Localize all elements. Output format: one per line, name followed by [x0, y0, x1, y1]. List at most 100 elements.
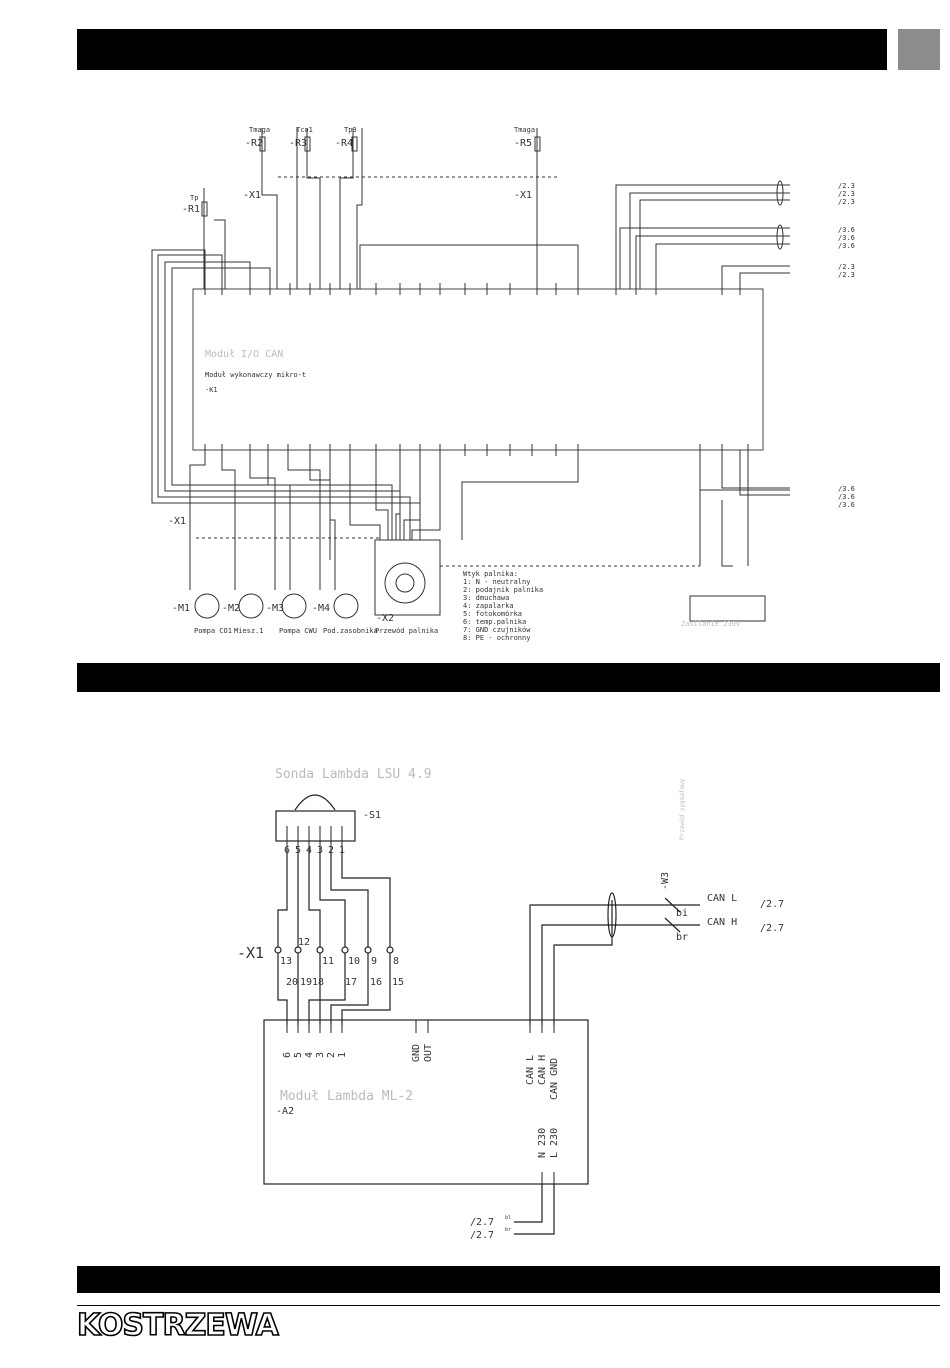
- wire-color-br: br: [676, 932, 688, 943]
- svg-text:17: 17: [345, 977, 357, 988]
- svg-text:10: 10: [348, 956, 360, 967]
- terminal-strip-label: -X1: [243, 190, 261, 201]
- module-subtitle: Moduł wykonawczy mikro-t: [205, 371, 306, 379]
- svg-text:6: 6: [284, 845, 290, 856]
- sensor-ref: -R3: [289, 138, 307, 149]
- svg-text:5: 5: [295, 845, 301, 856]
- power-wire-label: bl: [505, 1215, 511, 1221]
- sensor-label: Tp3: [344, 126, 357, 134]
- svg-text:8: 8: [393, 956, 399, 967]
- wire-numbers: 20 19 18 17 16 15: [286, 977, 404, 988]
- svg-text:3: dmuchawa: 3: dmuchawa: [463, 594, 509, 602]
- burner-ref: -X2: [376, 613, 394, 624]
- sensor-pin-numbers: 6 5 4 3 2 1: [284, 845, 345, 856]
- svg-text:19: 19: [300, 977, 312, 988]
- svg-text:1: 1: [339, 845, 345, 856]
- motor-ref: -M2: [222, 603, 240, 614]
- svg-text:20: 20: [286, 977, 298, 988]
- cross-ref: /2.3: [838, 190, 855, 198]
- sensor-ref: -R1: [182, 204, 200, 215]
- sensor-label: Tco1: [296, 126, 313, 134]
- module-ref: -A2: [276, 1106, 294, 1117]
- motor-name: Pompa CO1: [194, 627, 232, 635]
- page-tab-marker: [898, 29, 940, 70]
- svg-text:1: N - neutralny: 1: N - neutralny: [463, 578, 530, 586]
- terminal-strip-label: -X1: [514, 190, 532, 201]
- cross-ref: /2.3: [838, 198, 855, 206]
- power-wire-label: br: [505, 1227, 511, 1233]
- svg-text:12: 12: [298, 937, 310, 948]
- sensor-ref: -R4: [335, 138, 353, 149]
- sensor-label: Tp: [190, 194, 198, 202]
- sensor-label: Tmaga: [249, 126, 270, 134]
- svg-text:16: 16: [370, 977, 382, 988]
- svg-text:N 230: N 230: [537, 1128, 548, 1158]
- svg-text:6: temp.palnika: 6: temp.palnika: [463, 618, 526, 626]
- motor-ref: -M3: [266, 603, 284, 614]
- header-bar-top: [77, 29, 887, 70]
- section-bar-bottom: [77, 1266, 940, 1293]
- terminal-strip-label: -X1: [237, 944, 264, 962]
- motor-name: Miesz.1: [234, 627, 264, 635]
- svg-text:6: 6: [282, 1052, 293, 1058]
- section-bar-middle: [77, 663, 940, 692]
- footer-rule: [77, 1305, 940, 1306]
- svg-text:CAN GND: CAN GND: [549, 1058, 560, 1100]
- motor-name: Pompa CWU: [279, 627, 317, 635]
- burner-legend: Wtyk palnika: 1: N - neutralny 2: podajn…: [463, 570, 543, 642]
- wiring-diagram-lambda-module: Sonda Lambda LSU 4.9 -S1 6 5 4 3 2 1 -X1…: [237, 767, 784, 1241]
- svg-text:5: fotokomórka: 5: fotokomórka: [463, 610, 522, 618]
- svg-text:11: 11: [322, 956, 334, 967]
- cross-ref: /3.6: [838, 234, 855, 242]
- cross-ref: /3.6: [838, 226, 855, 234]
- module-ref: -K1: [205, 386, 218, 394]
- cable-note: Przewód sygnałowy: [679, 778, 686, 840]
- module-title: Moduł I/O CAN: [205, 349, 283, 360]
- supply-label: Zasilanie 230V: [681, 620, 741, 628]
- svg-text:GND: GND: [411, 1044, 422, 1062]
- svg-text:4: 4: [306, 845, 312, 856]
- cross-ref: /2.3: [838, 263, 855, 271]
- svg-text:CAN H: CAN H: [537, 1055, 548, 1085]
- can-h-label: CAN H: [707, 917, 737, 928]
- cross-ref: /2.7: [760, 923, 784, 934]
- svg-text:2: 2: [328, 845, 334, 856]
- motor-ref: -M4: [312, 603, 330, 614]
- cross-ref: /2.7: [470, 1217, 494, 1228]
- brand-logo: KOSTRZEWA: [76, 1308, 279, 1343]
- svg-text:3: 3: [315, 1052, 326, 1058]
- svg-text:3: 3: [317, 845, 323, 856]
- wire-color-bi: bi: [676, 908, 688, 919]
- cross-ref: /3.6: [838, 242, 855, 250]
- svg-text:1: 1: [337, 1052, 348, 1058]
- sensor-label: Tmaga: [514, 126, 535, 134]
- cable-ref: -W3: [660, 872, 671, 890]
- cross-ref: /2.7: [470, 1230, 494, 1241]
- module-pin-numbers: 6 5 4 3 2 1 GND OUT CAN L CAN H CAN GND …: [282, 1044, 560, 1158]
- sensor-ref: -S1: [363, 810, 381, 821]
- svg-text:13: 13: [280, 956, 292, 967]
- sensor-ref: -R2: [245, 138, 263, 149]
- cross-ref: /2.3: [838, 182, 855, 190]
- svg-text:CAN L: CAN L: [525, 1055, 536, 1085]
- svg-text:9: 9: [371, 956, 377, 967]
- svg-text:2: podajnik palnika: 2: podajnik palnika: [463, 586, 543, 594]
- motor-name: Pod.zasobnika: [323, 627, 378, 635]
- module-title: Moduł Lambda ML-2: [280, 1089, 413, 1104]
- svg-text:8: PE - ochronny: 8: PE - ochronny: [463, 634, 530, 642]
- cross-ref: /3.6: [838, 485, 855, 493]
- svg-text:7: GND czujników: 7: GND czujników: [463, 626, 531, 634]
- cross-ref: /2.3: [838, 271, 855, 279]
- svg-text:2: 2: [326, 1052, 337, 1058]
- terminal-strip-label: -X1: [168, 516, 186, 527]
- svg-text:4: zapalarka: 4: zapalarka: [463, 602, 514, 610]
- svg-text:5: 5: [293, 1052, 304, 1058]
- svg-text:4: 4: [304, 1052, 315, 1058]
- svg-text:L 230: L 230: [549, 1128, 560, 1158]
- svg-text:15: 15: [392, 977, 404, 988]
- cross-ref: /3.6: [838, 493, 855, 501]
- svg-text:Wtyk palnika:: Wtyk palnika:: [463, 570, 518, 578]
- wiring-diagram-io-module: Tmaga -R2 Tco1 -R3 Tp3 -R4 Tmaga -R5 Tp …: [151, 126, 855, 642]
- motor-ref: -M1: [172, 603, 190, 614]
- cross-ref: /3.6: [838, 501, 855, 509]
